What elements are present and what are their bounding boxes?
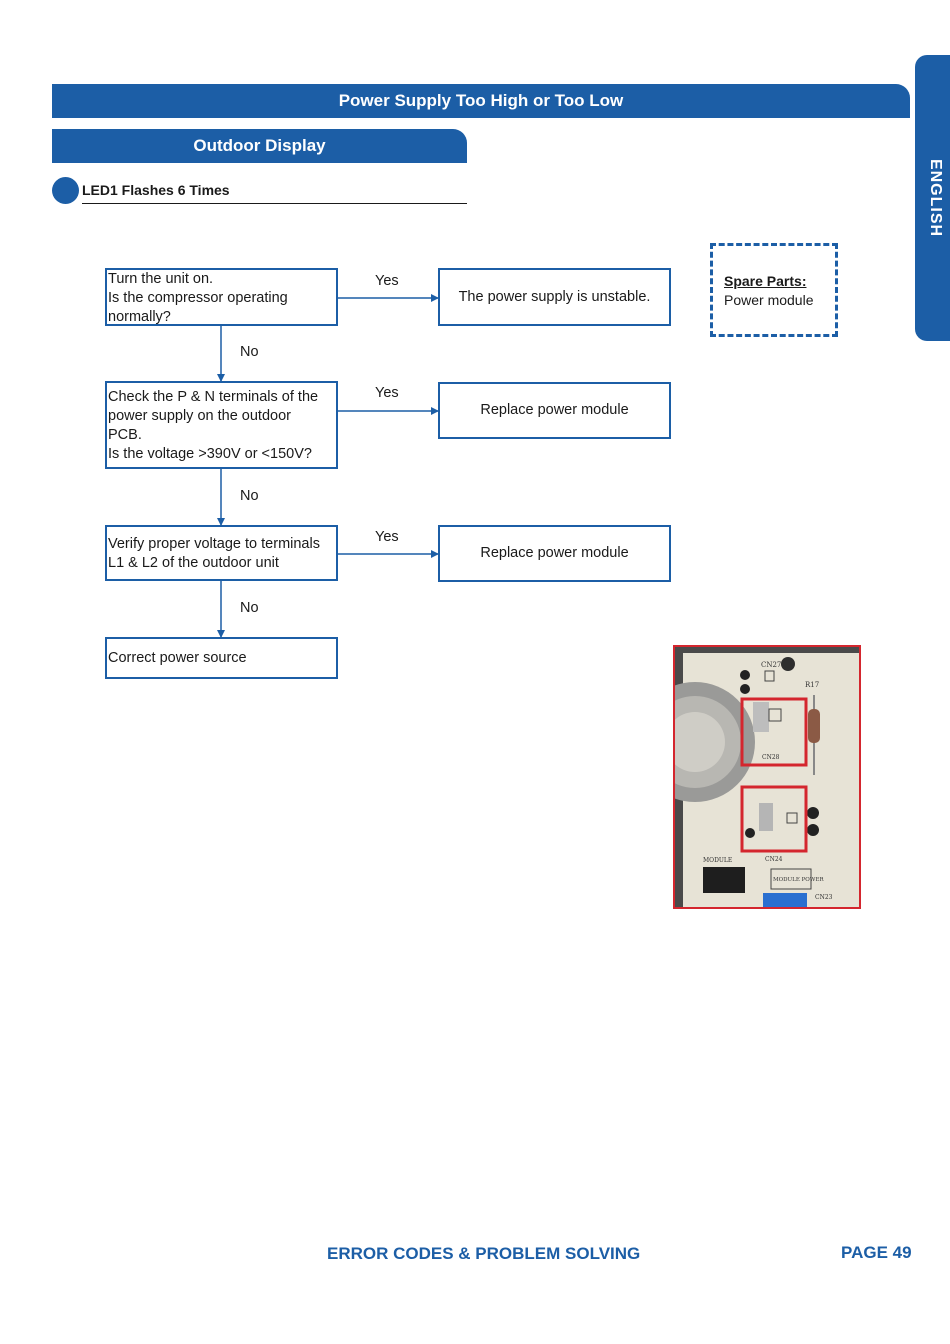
pcb-photo: CN27 R17 CN28 MODULE CN24 MODULE POWER C… — [673, 645, 861, 909]
section-title-bar: Outdoor Display — [52, 129, 467, 163]
page-title: Power Supply Too High or Too Low — [338, 91, 624, 110]
pcb-label: CN27 — [761, 661, 781, 669]
question-2-line: PCB. — [108, 427, 142, 443]
flowchart-connectors — [217, 294, 439, 638]
yes-label: Yes — [375, 385, 399, 401]
spare-parts-box: Spare Parts: Power module — [710, 243, 838, 337]
result-3-text: Replace power module — [480, 545, 629, 561]
pcb-label: MODULE — [703, 857, 732, 864]
action-text: Correct power source — [108, 649, 247, 666]
language-tab[interactable]: ENGLISH — [915, 55, 950, 341]
yes-label: Yes — [375, 273, 399, 289]
result-box-3: Replace power module — [438, 525, 671, 582]
led-heading: LED1 Flashes 6 Times — [82, 182, 230, 198]
result-box-1: The power supply is unstable. — [438, 268, 671, 326]
pcb-label: CN28 — [762, 754, 780, 761]
pcb-label: CN23 — [815, 894, 833, 901]
footer-section-title: ERROR CODES & PROBLEM SOLVING — [327, 1244, 641, 1263]
no-label: No — [240, 344, 259, 360]
result-1-text: The power supply is unstable. — [458, 288, 651, 305]
question-1-line: Turn the unit on. — [108, 271, 214, 287]
question-box-1: Turn the unit on. Is the compressor oper… — [105, 268, 338, 326]
result-box-2: Replace power module — [438, 382, 671, 439]
yes-label: Yes — [375, 529, 399, 545]
result-2-text: Replace power module — [480, 402, 629, 418]
no-label: No — [240, 600, 259, 616]
spare-parts-item: Power module — [724, 292, 814, 308]
question-2-line: Check the P & N terminals of the — [108, 389, 319, 405]
question-3-line: L1 & L2 of the outdoor unit — [108, 555, 279, 571]
question-2-line: Is the voltage >390V or <150V? — [108, 446, 312, 462]
page-title-bar: Power Supply Too High or Too Low — [52, 84, 910, 118]
page-number: PAGE 49 — [841, 1243, 912, 1262]
question-3-line: Verify proper voltage to terminals — [108, 536, 320, 552]
question-1-line: normally? — [108, 309, 171, 325]
pcb-label: R17 — [805, 681, 819, 689]
no-label: No — [240, 488, 259, 504]
action-box-correct-power: Correct power source — [105, 637, 338, 679]
question-box-2: Check the P & N terminals of the power s… — [105, 381, 338, 469]
bullet-icon — [52, 177, 79, 204]
section-title: Outdoor Display — [193, 136, 326, 155]
pcb-illustration: CN27 R17 CN28 MODULE CN24 MODULE POWER C… — [675, 647, 859, 907]
spare-parts-title: Spare Parts: — [724, 273, 807, 289]
pcb-label: MODULE POWER — [773, 877, 824, 883]
highlight-box-cn28 — [740, 697, 808, 767]
highlight-box-cn29 — [740, 785, 808, 853]
heading-underline — [82, 203, 467, 204]
question-2-line: power supply on the outdoor — [108, 408, 291, 424]
question-1-line: Is the compressor operating — [108, 290, 288, 306]
question-box-3: Verify proper voltage to terminals L1 & … — [105, 525, 338, 581]
pcb-label: CN24 — [765, 856, 783, 863]
